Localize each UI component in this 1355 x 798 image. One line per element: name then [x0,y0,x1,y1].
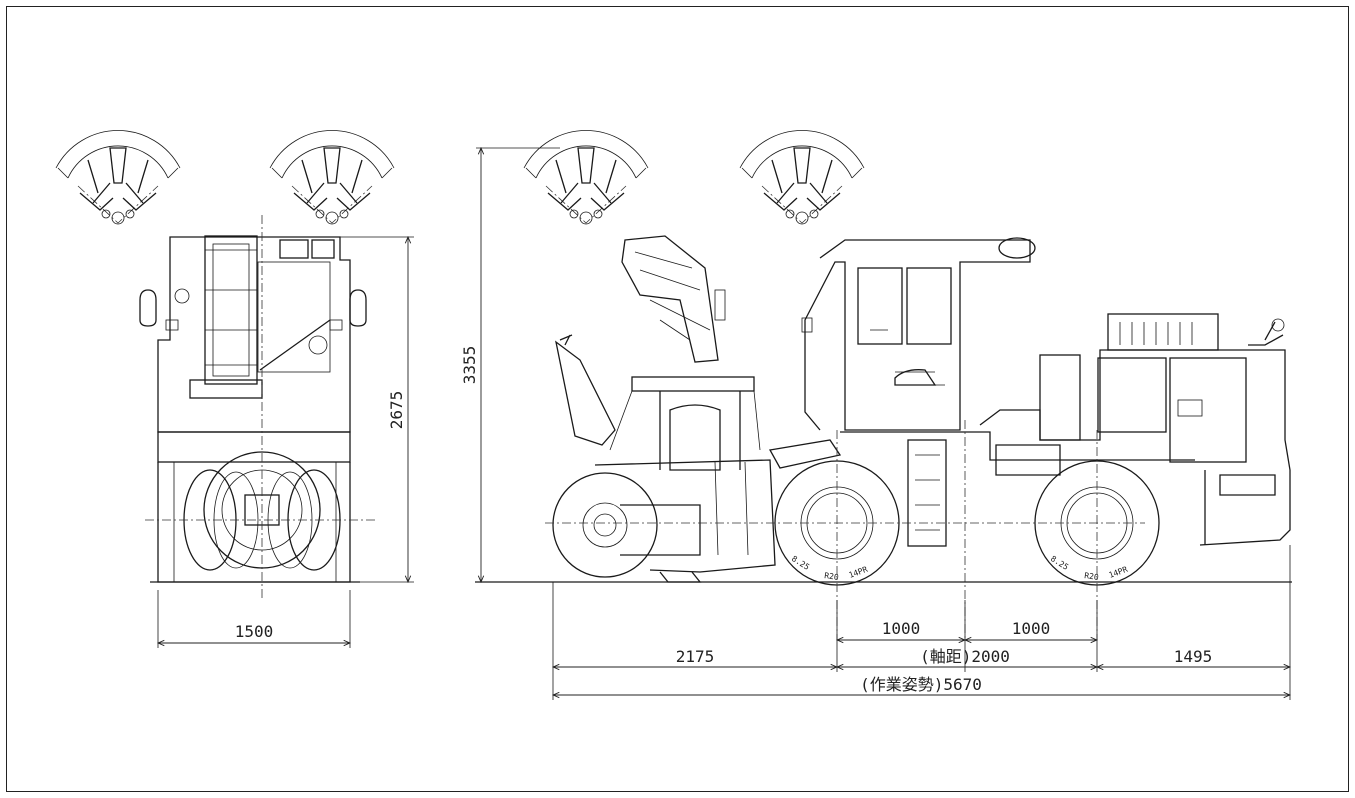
dim-overall-length: (作業姿勢)5670 [553,675,1290,695]
dim-front-height-label: 2675 [387,391,406,430]
dim-overall-height-label: 3355 [460,346,479,385]
dim-front-width-label: 1500 [235,622,274,641]
chute-swing-b [739,129,865,225]
side-view: 8.25 R20 14PR 8.25 R20 14PR 3355 1000 10… [460,129,1292,700]
dim-front-overhang-label: 2175 [676,647,715,666]
drawing-frame [6,6,1349,792]
dim-half-wheelbase: 1000 1000 [837,619,1097,640]
front-tire-rim: R20 [824,571,840,582]
dim-half-wheelbase-front-label: 1000 [882,619,921,638]
dim-front-height: 2675 [340,237,414,582]
front-view: 1500 2675 [55,129,414,648]
dim-rear-overhang-label: 1495 [1174,647,1213,666]
dim-overall-length-label: (作業姿勢)5670 [860,675,982,694]
chute-swing-left [55,129,181,225]
rear-tire-size: 8.25 [1049,554,1070,572]
dim-overall-height: 3355 [460,148,560,582]
chute-swing-a [523,129,649,225]
dim-length-segments: 2175 (軸距)2000 1495 [553,647,1290,667]
front-tire-size: 8.25 [790,554,811,572]
dim-wheelbase-label: (軸距)2000 [920,647,1010,666]
dim-half-wheelbase-rear-label: 1000 [1012,619,1051,638]
dim-front-width: 1500 [158,590,350,648]
chute-swing-right [269,129,395,225]
rear-tire-rim: R20 [1084,571,1100,582]
